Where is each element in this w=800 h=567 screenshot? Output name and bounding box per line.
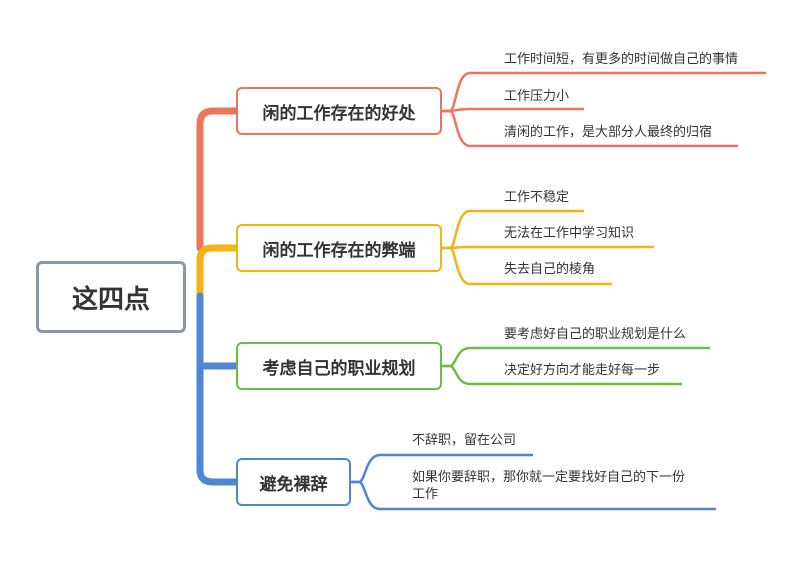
leaf-item[interactable]: 如果你要辞职，那你就一定要找好自己的下一份 xyxy=(412,470,686,485)
leaf-connector xyxy=(351,480,716,511)
leaf-connector xyxy=(442,246,612,286)
leaf-item[interactable]: 不辞职，留在公司 xyxy=(412,433,517,448)
leaf-item[interactable]: 失去自己的棱角 xyxy=(504,262,596,277)
branch-node-drawbacks[interactable]: 闲的工作存在的弊端 xyxy=(236,224,442,272)
branch-node-benefits[interactable]: 闲的工作存在的好处 xyxy=(236,87,442,135)
leaf-item[interactable]: 工作时间短，有更多的时间做自己的事情 xyxy=(504,52,739,67)
leaf-item[interactable]: 无法在工作中学习知识 xyxy=(504,226,635,241)
root-label: 这四点 xyxy=(71,284,150,315)
branch-label: 闲的工作存在的好处 xyxy=(262,103,416,124)
leaf-item[interactable]: 工作不稳定 xyxy=(504,190,570,205)
leaf-connector xyxy=(442,71,766,113)
leaf-connector xyxy=(442,109,738,148)
leaf-connector xyxy=(442,107,584,113)
leaf-item[interactable]: 要考虑好自己的职业规划是什么 xyxy=(504,327,687,342)
leaf-connector xyxy=(442,245,654,250)
branch-label: 闲的工作存在的弊端 xyxy=(262,240,416,261)
leaf-item[interactable]: 决定好方向才能走好每一步 xyxy=(504,363,661,378)
leaf-item[interactable]: 工作 xyxy=(412,487,439,502)
leaf-item[interactable]: 工作压力小 xyxy=(504,89,570,104)
branch-node-career-plan[interactable]: 考虑自己的职业规划 xyxy=(236,342,442,390)
trunk-line-1 xyxy=(196,107,240,252)
root-node[interactable]: 这四点 xyxy=(36,261,186,333)
leaf-item[interactable]: 清闲的工作，是大部分人最终的归宿 xyxy=(504,125,713,140)
branch-label: 考虑自己的职业规划 xyxy=(262,358,416,379)
trunk-line-2 xyxy=(196,244,240,300)
branch-label: 避免裸辞 xyxy=(259,474,328,495)
leaf-connector xyxy=(442,364,682,386)
branch-node-avoid-quitting[interactable]: 避免裸辞 xyxy=(236,458,351,506)
trunk-line-3 xyxy=(196,292,240,486)
